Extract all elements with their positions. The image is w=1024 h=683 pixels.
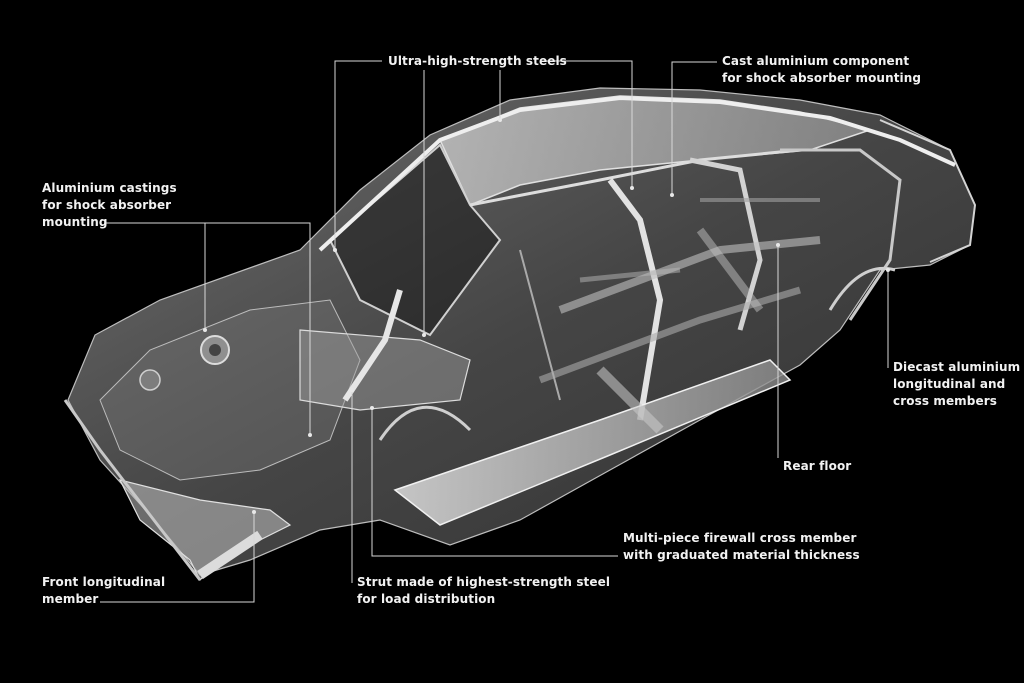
label-aluminium-castings: Aluminium castings for shock absorber mo… bbox=[42, 181, 177, 229]
label-strut: Strut made of highest-strength steel for… bbox=[357, 575, 611, 606]
label-ultra-high-strength-steels: Ultra-high-strength steels bbox=[388, 54, 567, 68]
leader-lines bbox=[100, 60, 890, 603]
body-shell bbox=[63, 87, 977, 582]
label-front-longitudinal-member: Front longitudinal member bbox=[42, 575, 166, 606]
label-firewall-cross-member: Multi-piece firewall cross member with g… bbox=[623, 531, 860, 562]
label-diecast-aluminium: Diecast aluminium longitudinal and cross… bbox=[893, 360, 1021, 408]
label-rear-floor: Rear floor bbox=[783, 459, 852, 473]
label-cast-aluminium-component: Cast aluminium component for shock absor… bbox=[722, 54, 922, 85]
